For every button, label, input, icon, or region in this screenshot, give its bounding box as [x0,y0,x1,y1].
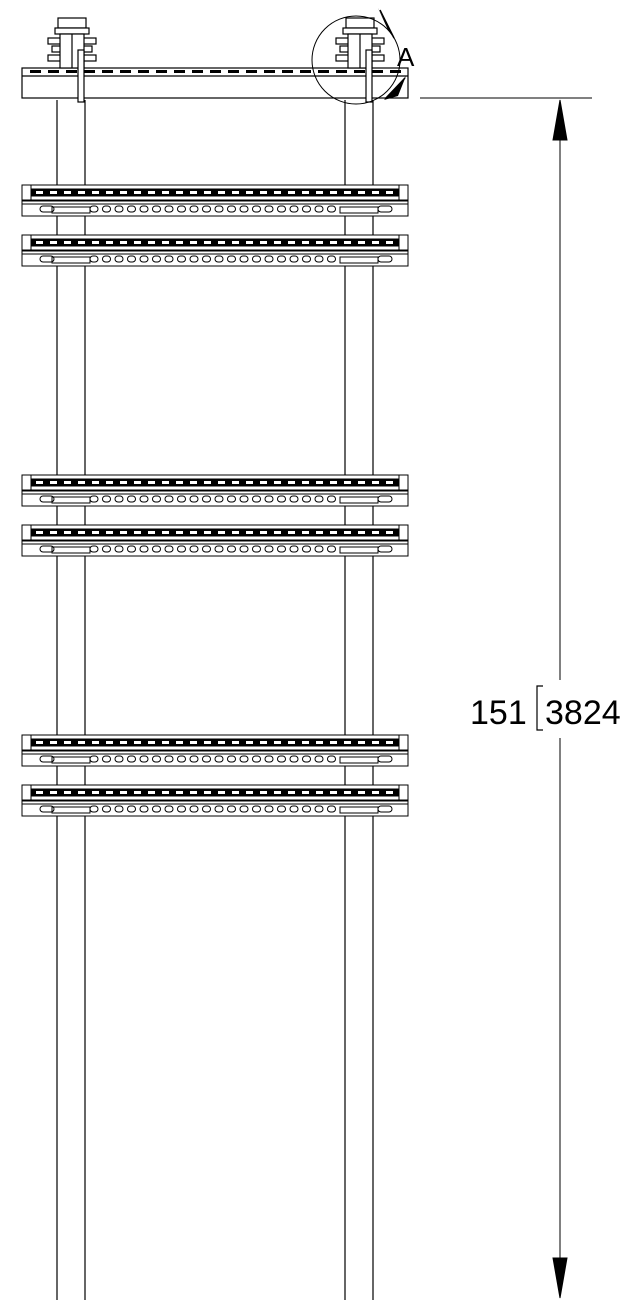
beam-slot [228,70,239,73]
beam-slot [156,70,167,73]
rail-right [344,100,374,1300]
dimension-arrow-bottom [552,1257,568,1299]
beam-slot [354,70,365,73]
bracket-groups [21,184,409,817]
beam-slot [300,70,311,73]
beam-slot [138,70,149,73]
cross-bracket [21,184,409,217]
detail-circle [311,15,401,105]
beam-slot [372,70,383,73]
beam-slot [174,70,185,73]
cross-bracket [21,524,409,557]
cross-bracket [21,734,409,767]
beam-slot [210,70,221,73]
dimension-bracket [536,685,543,731]
detail-label: A [397,42,415,72]
beam-slot [390,70,401,73]
beam-slot [264,70,275,73]
beam-slot [30,70,41,73]
top-header-beam [21,67,409,99]
beam-slot [282,70,293,73]
detail-callout: A [311,8,415,105]
beam-slot [336,70,347,73]
beam-slot [246,70,257,73]
dimension-mm-value: 3824 [545,694,621,732]
dimension-arrow-top [552,99,568,141]
cross-bracket [21,474,409,507]
beam-slot [102,70,113,73]
dimension-text-mask [520,680,631,738]
top-mount-left [47,17,97,103]
bracket-group [21,184,409,267]
dimension-inch-value: 151 [470,694,527,732]
cross-bracket [21,234,409,267]
bracket-group [21,734,409,817]
rail-left [56,100,86,1300]
cross-bracket [21,784,409,817]
beam-slot [48,70,59,73]
top-beam-slots [30,70,401,73]
beam-slot [84,70,95,73]
bracket-group [21,474,409,557]
beam-slot [192,70,203,73]
beam-slot [318,70,329,73]
beam-slot [120,70,131,73]
beam-slot [66,70,77,73]
